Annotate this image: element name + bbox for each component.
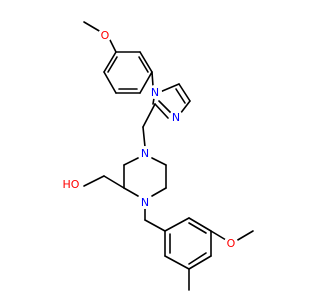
- bond: [178, 83, 191, 102]
- molecule-structure-diagram: O N N N N HO O: [60, 21, 254, 291]
- atom-label-layer: O N N N N HO O: [60, 28, 238, 250]
- atom-label: N: [141, 147, 149, 160]
- bond: [109, 39, 117, 53]
- bond: [139, 71, 153, 94]
- bond: [144, 219, 166, 232]
- atom-label: N: [151, 86, 159, 99]
- bond: [103, 51, 117, 73]
- bond: [142, 126, 146, 148]
- bond: [235, 230, 254, 242]
- bond: [179, 100, 191, 115]
- bond-double-inner: [188, 252, 207, 265]
- bond: [164, 255, 190, 270]
- bond: [188, 217, 212, 232]
- bond-double-inner: [138, 56, 149, 73]
- atom-n-piperazine-1: N: [138, 195, 152, 209]
- atom-o-methoxy-top: O: [98, 28, 112, 42]
- bond: [83, 175, 105, 187]
- bond-double-inner: [188, 222, 207, 234]
- bond-double-inner: [107, 56, 118, 73]
- atom-label: N: [172, 111, 180, 124]
- bond: [164, 217, 190, 232]
- bond: [159, 83, 180, 93]
- atom-o-methoxy-bottom: O: [224, 236, 238, 250]
- atom-label: O: [227, 237, 236, 250]
- atom-label: O: [101, 29, 110, 42]
- atom-n-piperazine-4: N: [138, 146, 152, 160]
- bond: [154, 103, 169, 119]
- bond: [175, 88, 186, 104]
- bond: [152, 97, 155, 105]
- bond: [210, 230, 227, 241]
- bond: [123, 187, 139, 197]
- bond: [158, 100, 173, 115]
- bond: [151, 71, 154, 87]
- bond: [142, 103, 156, 128]
- bond: [151, 187, 167, 197]
- bond: [139, 51, 153, 73]
- bond: [103, 71, 117, 94]
- atom-label: N: [141, 196, 149, 209]
- bond: [123, 157, 139, 166]
- atom-n-imidazole-1: N: [148, 85, 162, 99]
- atom-o-hydroxyl: HO: [60, 178, 82, 192]
- bond: [103, 175, 125, 189]
- bond: [83, 21, 102, 33]
- bond-layer: [83, 21, 254, 291]
- atom-n-imidazole-3: N: [169, 110, 183, 124]
- atom-label: HO: [63, 178, 80, 191]
- bond: [188, 255, 212, 270]
- bond: [151, 157, 167, 166]
